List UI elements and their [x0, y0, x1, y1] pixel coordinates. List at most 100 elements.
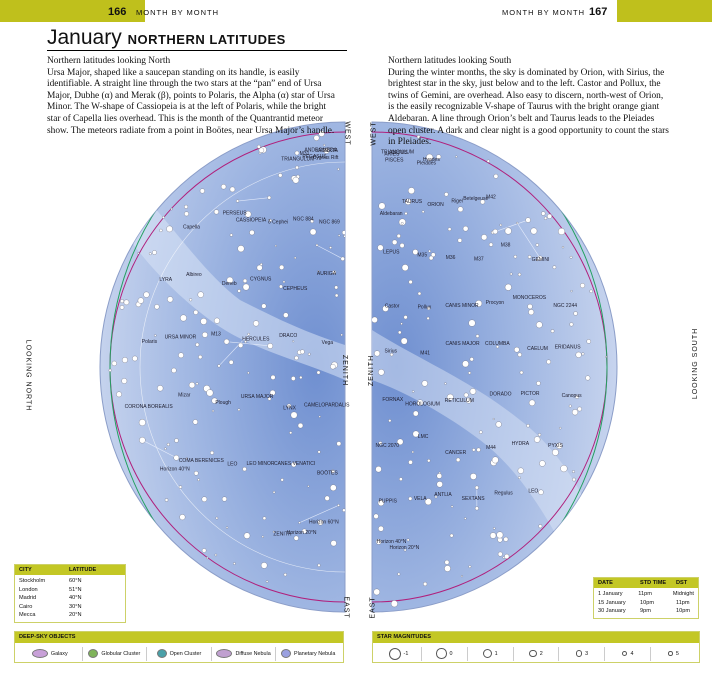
star-dot: [491, 456, 499, 464]
star-dot: [581, 352, 585, 356]
star-dot: [157, 385, 164, 392]
magnitude-label: -1: [403, 650, 409, 657]
star-dot: [120, 299, 125, 304]
star-dot: [569, 322, 574, 327]
star-dot: [323, 144, 326, 147]
star-dot: [550, 329, 555, 333]
star-dot: [228, 359, 234, 365]
south-description: Northern latitudes looking South During …: [388, 56, 670, 149]
star-dot: [300, 349, 305, 355]
star-dot: [456, 457, 461, 462]
star-dot: [426, 306, 431, 311]
star-dot-icon: [482, 649, 492, 658]
south-heading: Northern latitudes looking South: [388, 56, 512, 66]
chart-label: GEMINI: [532, 257, 550, 263]
star-dot: [411, 450, 414, 454]
chart-label: PYXIS: [548, 443, 563, 449]
star-dot: [166, 225, 173, 233]
star-dot: [297, 422, 304, 429]
chart-label: Horizon 40°N: [160, 467, 190, 473]
side-label-zenith-right: ZENITH: [368, 354, 376, 387]
city-name: Madrid: [19, 595, 37, 601]
star-dot: [472, 448, 476, 452]
city-name: Mecca: [19, 612, 36, 618]
star-dot: [262, 516, 267, 520]
star-dot: [397, 438, 404, 446]
chart-label: LEO: [528, 489, 538, 495]
star-dot: [375, 539, 382, 545]
star-dot: [137, 252, 140, 255]
star-dot: [258, 147, 265, 153]
star-dot: [463, 392, 469, 398]
date-value: 15 January: [598, 599, 626, 606]
star-dot: [431, 252, 436, 257]
date-value: 1 January: [598, 591, 623, 597]
star-dot: [436, 154, 442, 160]
chart-label: HYDRA: [512, 441, 530, 447]
north-heading: Northern latitudes looking North: [47, 56, 171, 66]
star-dot: [330, 469, 335, 474]
star-dot: [412, 430, 420, 438]
star-dot: [475, 300, 483, 307]
star-dot: [307, 352, 311, 356]
star-dot: [434, 495, 438, 499]
chart-label: Horizon 40°N: [377, 539, 407, 545]
chart-label: M44: [486, 445, 496, 451]
star-dot: [457, 206, 464, 213]
chart-label: SEXTANS: [462, 496, 486, 502]
south-horizons: [372, 122, 608, 612]
star-dot: [291, 376, 296, 381]
star-dot: [479, 430, 483, 434]
chart-label: DORADO: [490, 391, 512, 397]
star-dot: [534, 436, 541, 443]
chart-label: VELA: [414, 496, 427, 502]
star-dot: [256, 264, 263, 271]
star-dot: [260, 562, 268, 569]
star-dot: [280, 478, 284, 482]
chart-label: Betelgeuse: [463, 196, 488, 202]
star-dot: [412, 249, 419, 255]
star-dot: [413, 410, 419, 417]
star-dot: [462, 225, 469, 232]
star-dot: [174, 438, 179, 443]
chart-label: PEGASUS: [302, 154, 327, 160]
star-dot: [586, 339, 591, 344]
star-dot: [421, 210, 425, 214]
dst-value: 11pm: [676, 599, 690, 606]
side-label-zenith-left: ZENITH: [341, 354, 349, 387]
star-dot: [111, 360, 117, 366]
star-dot: [261, 303, 267, 309]
star-dot: [544, 216, 548, 220]
star-dot: [143, 291, 150, 298]
star-dot: [317, 450, 321, 454]
star-dot: [214, 553, 218, 557]
star-dot: [337, 167, 340, 171]
star-dot: [211, 409, 215, 413]
star-dot: [480, 199, 486, 205]
chart-label: Sirius: [385, 349, 398, 355]
magnitude-label: 4: [630, 650, 634, 657]
star-dot: [221, 496, 227, 502]
deep-sky-item: Planetary Nebula: [276, 647, 340, 661]
star-dot-icon: [621, 650, 628, 657]
star-dot: [408, 279, 413, 285]
star-dot: [188, 382, 196, 389]
star-dot: [330, 540, 337, 547]
star-dot: [152, 250, 157, 255]
city-latitude: 60°N: [69, 578, 82, 584]
star-dot: [267, 195, 272, 200]
title-month: January: [47, 26, 122, 49]
star-dot: [189, 298, 193, 302]
star-dot: [444, 382, 447, 385]
deep-sky-label: Diffuse Nebula: [235, 650, 271, 657]
star-dot: [268, 218, 272, 223]
chart-label: ANTLIA: [434, 492, 452, 498]
star-dot: [316, 370, 321, 375]
chart-label: COMA BERENICES: [179, 458, 225, 464]
south-milky-way: [372, 330, 610, 580]
star-dot: [184, 211, 189, 217]
star-dot: [193, 471, 199, 476]
chart-label: TRIANGULUM: [381, 150, 414, 156]
constellation-line: [218, 334, 249, 367]
